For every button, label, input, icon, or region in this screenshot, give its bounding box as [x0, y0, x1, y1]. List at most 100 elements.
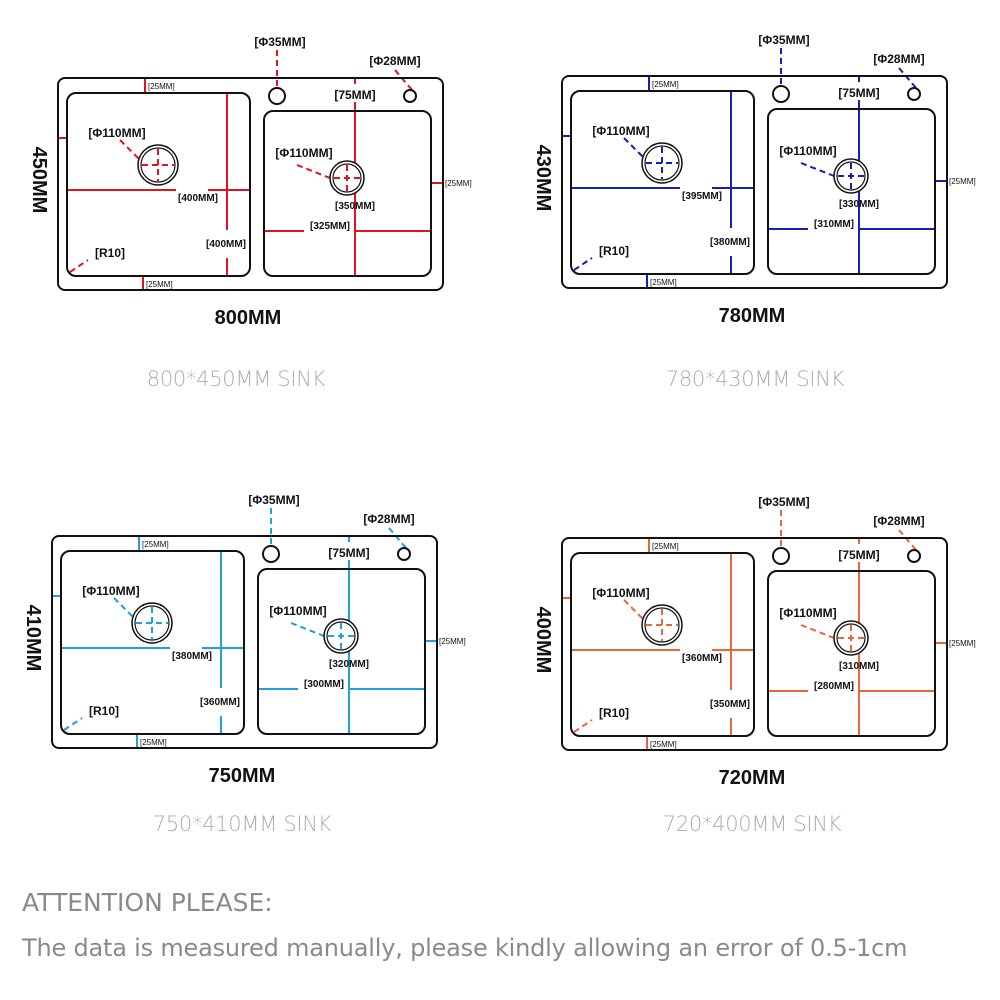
radius-leader [63, 717, 83, 731]
small-hole-icon [403, 89, 417, 103]
small-hole-leader [898, 529, 917, 551]
width-label: 750MM [209, 765, 276, 787]
right-drain-label: [Φ110MM] [269, 604, 326, 618]
right-basin-depth-label: [350MM] [335, 201, 375, 212]
left-basin [60, 550, 245, 735]
radius-leader [573, 257, 593, 271]
left-basin [66, 92, 251, 277]
small-hole-leader [394, 69, 413, 91]
small-hole-leader [388, 527, 407, 549]
right-drain-label: [Φ110MM] [779, 606, 836, 620]
sink-diagram: [Φ35MM][Φ28MM][75MM][Φ110MM][Φ110MM][400… [28, 35, 472, 329]
right-edge-label: [25MM] [949, 639, 976, 648]
height-label: 400MM [532, 607, 554, 674]
left-basin-width-label: [380MM] [172, 651, 212, 662]
width-label: 720MM [719, 767, 786, 789]
bottom-edge-label: [25MM] [146, 280, 173, 289]
right-drain-leader [800, 624, 835, 639]
height-label: 430MM [532, 145, 554, 212]
sink-caption-1: 800*450MM SINK [146, 367, 326, 391]
right-basin-depth-label: [320MM] [329, 659, 369, 670]
right-edge-label: [25MM] [439, 637, 466, 646]
left-drain-label: [Φ110MM] [82, 584, 139, 598]
right-basin [767, 108, 936, 275]
height-label: 410MM [22, 605, 44, 672]
left-basin [570, 552, 755, 737]
small-hole-label: [Φ28MM] [369, 54, 420, 68]
left-drain-leader [623, 599, 645, 621]
right-basin-width-label: [280MM] [814, 681, 854, 692]
small-hole-label: [Φ28MM] [363, 512, 414, 526]
sink-outline [561, 75, 948, 289]
right-drain-leader [290, 622, 325, 637]
left-drain-label: [Φ110MM] [592, 586, 649, 600]
drain-icon-inner [140, 147, 176, 183]
deck-width-label: [75MM] [328, 546, 369, 560]
left-basin-depth-label: [360MM] [200, 697, 240, 708]
right-basin-width-label: [310MM] [814, 219, 854, 230]
right-edge-label: [25MM] [949, 177, 976, 186]
small-hole-label: [Φ28MM] [873, 52, 924, 66]
small-hole-icon [397, 547, 411, 561]
drain-icon-inner [326, 621, 356, 651]
right-basin-depth-label: [330MM] [839, 199, 879, 210]
tap-hole-label: [Φ35MM] [248, 493, 299, 507]
sink-diagram: [Φ35MM] [Φ28MM] [75MM] [Φ110MM] [Φ110MM] [395… [532, 33, 976, 327]
left-drain-label: [Φ110MM] [592, 124, 649, 138]
sink-diagram: [Φ35MM][Φ28MM][75MM][Φ110MM][Φ110MM][360… [532, 495, 976, 789]
small-hole-icon [907, 87, 921, 101]
left-drain-label: [Φ110MM] [88, 126, 145, 140]
sink-outline [51, 535, 438, 749]
right-edge-label: [25MM] [445, 179, 472, 188]
bottom-edge-label: [25MM] [650, 278, 677, 287]
sink-outline [561, 537, 948, 751]
right-basin [263, 110, 432, 277]
height-label: 450MM [28, 147, 50, 214]
radius-leader [69, 259, 89, 273]
tap-hole-icon [772, 85, 790, 103]
drain-icon-inner [332, 163, 362, 193]
small-hole-label: [Φ28MM] [873, 514, 924, 528]
attention-body: The data is measured manually, please ki… [22, 934, 908, 962]
top-edge-label: [25MM] [148, 82, 175, 91]
drain-icon-inner [836, 623, 866, 653]
right-basin-depth-label: [310MM] [839, 661, 879, 672]
right-basin-width-label: [300MM] [304, 679, 344, 690]
width-label: 780MM [719, 305, 786, 327]
drain-icon-inner [134, 605, 170, 641]
drain-icon-inner [836, 161, 866, 191]
tap-hole-icon [772, 547, 790, 565]
small-hole-icon [907, 549, 921, 563]
drain-icon-inner [644, 607, 680, 643]
radius-label: [R10] [599, 244, 629, 258]
attention-title: ATTENTION PLEASE: [22, 888, 273, 917]
tap-hole-label: [Φ35MM] [758, 495, 809, 509]
deck-width-label: [75MM] [838, 548, 879, 562]
sink-diagram: [Φ35MM] [Φ28MM] [75MM] [Φ110MM] [Φ110MM] [380… [22, 493, 466, 787]
radius-label: [R10] [89, 704, 119, 718]
left-basin-depth-label: [350MM] [710, 699, 750, 710]
sink-caption-3: 750*410MM SINK [152, 812, 332, 836]
right-drain-leader [800, 162, 835, 177]
radius-label: [R10] [599, 706, 629, 720]
left-basin-width-label: [395MM] [682, 191, 722, 202]
width-label: 800MM [215, 307, 282, 329]
small-hole-leader [898, 67, 917, 89]
left-basin-depth-label: [380MM] [710, 237, 750, 248]
right-basin [257, 568, 426, 735]
top-edge-label: [25MM] [142, 540, 169, 549]
radius-label: [R10] [95, 246, 125, 260]
left-drain-leader [113, 597, 135, 619]
sink-caption-2: 780*430MM SINK [665, 367, 845, 391]
drain-icon-inner [644, 145, 680, 181]
tap-hole-label: [Φ35MM] [758, 33, 809, 47]
top-edge-label: [25MM] [652, 80, 679, 89]
right-drain-label: [Φ110MM] [779, 144, 836, 158]
right-basin-width-label: [325MM] [310, 221, 350, 232]
radius-leader [573, 719, 593, 733]
bottom-edge-label: [25MM] [650, 740, 677, 749]
left-basin [570, 90, 755, 275]
sink-caption-4: 720*400MM SINK [662, 812, 842, 836]
deck-width-label: [75MM] [838, 86, 879, 100]
deck-width-label: [75MM] [334, 88, 375, 102]
